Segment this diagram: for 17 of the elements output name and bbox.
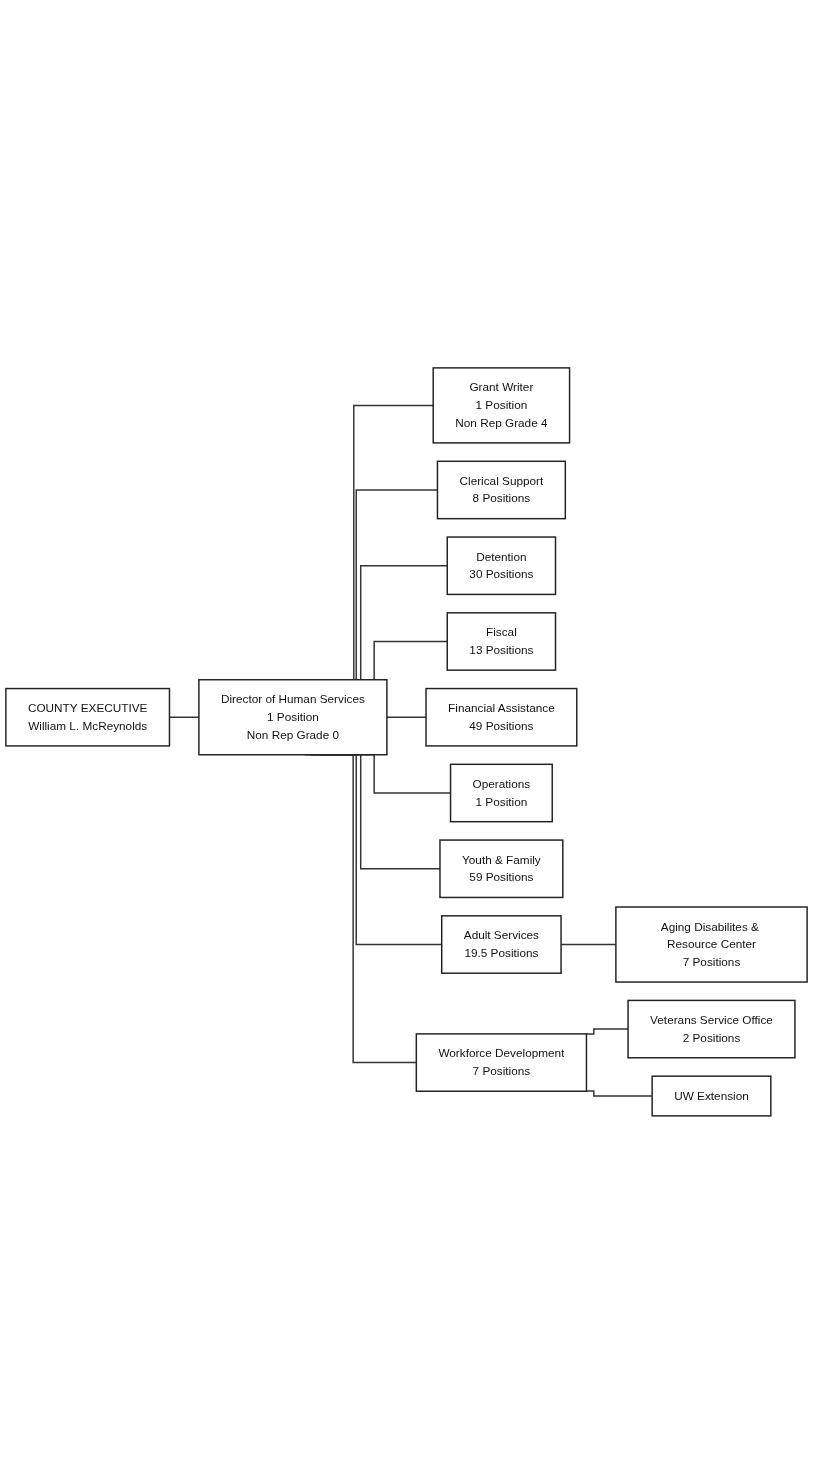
node-box: Financial Assistance 49 Positions bbox=[425, 687, 578, 747]
node-box: Operations 1 Position bbox=[449, 763, 553, 823]
connector bbox=[585, 1090, 653, 1097]
connector bbox=[386, 716, 427, 719]
node-box: Adult Services 19.5 Positions bbox=[441, 915, 562, 975]
node-box: UW Extension bbox=[651, 1075, 772, 1117]
node-box: COUNTY EXECUTIVE William L. McReynolds bbox=[5, 687, 171, 747]
node-box: Youth & Family 59 Positions bbox=[439, 839, 564, 899]
node-box: Director of Human Services 1 Position Non Rep Grade 0 bbox=[198, 679, 388, 756]
node-box: Fiscal 13 Positions bbox=[446, 612, 557, 671]
node-box: Detention 30 Positions bbox=[446, 536, 557, 596]
node-box: Veterans Service Office 2 Positions bbox=[627, 999, 796, 1059]
node-box: Clerical Support 8 Positions bbox=[436, 460, 567, 520]
node-box: Aging Disabilites & Resource Center 7 Positions bbox=[615, 906, 808, 983]
connector bbox=[585, 1028, 629, 1035]
node-box: Workforce Development 7 Positions bbox=[415, 1033, 588, 1093]
node-box: Grant Writer 1 Position Non Rep Grade 4 bbox=[432, 367, 571, 444]
